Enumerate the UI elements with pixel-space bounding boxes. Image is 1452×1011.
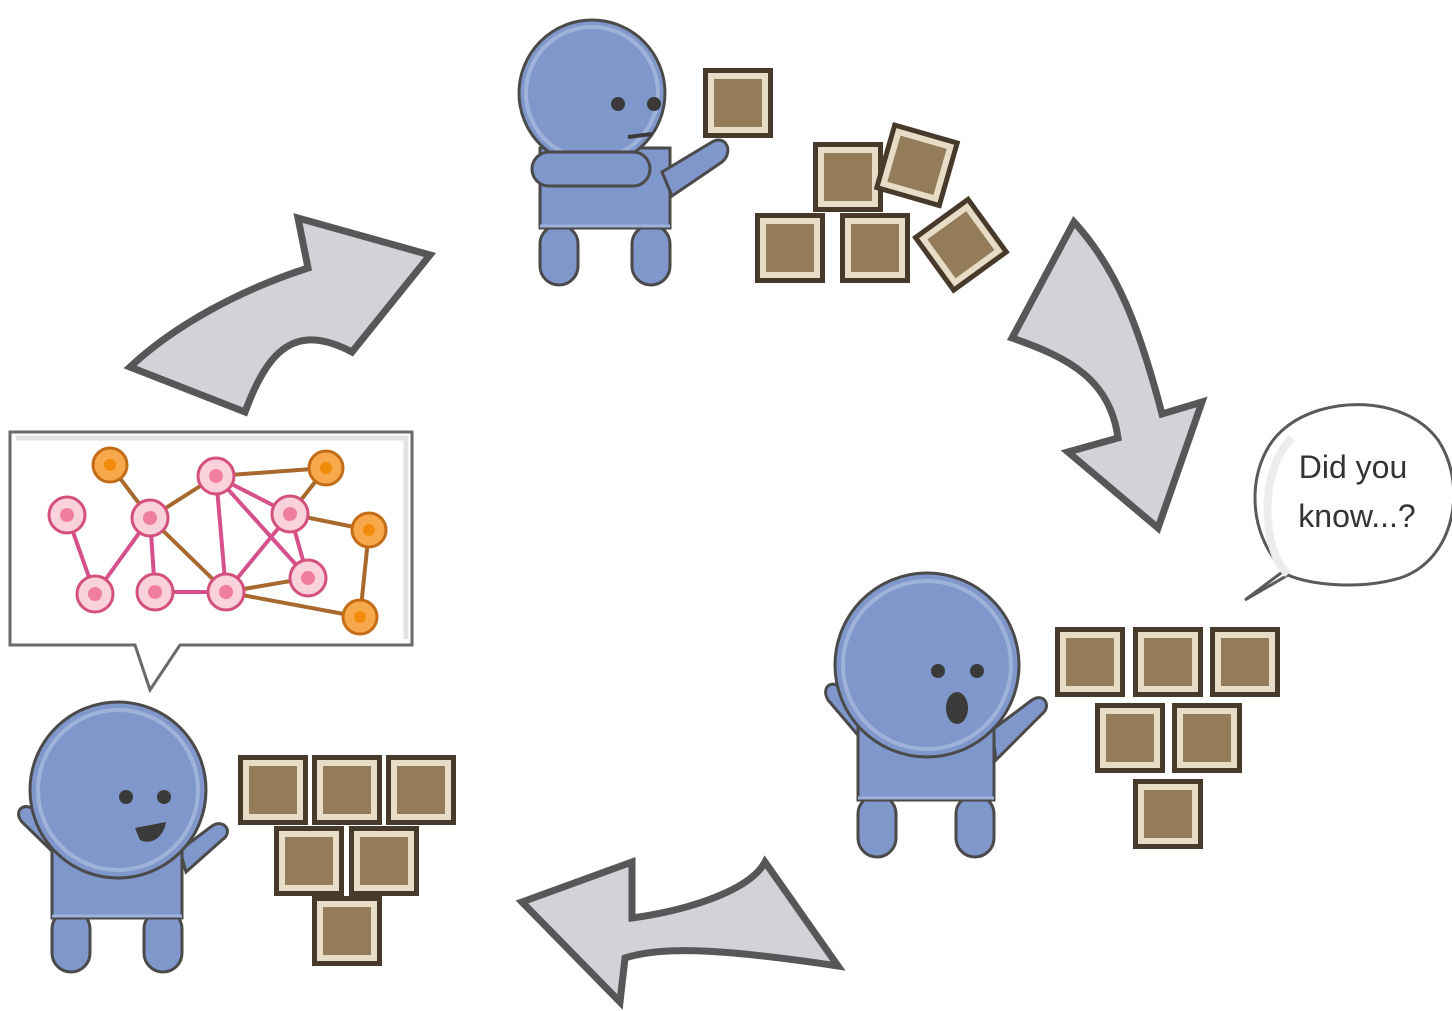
happy-figure (17, 700, 229, 974)
speech-bubble: Did you know...? (1244, 403, 1452, 602)
thinking-figure (517, 18, 730, 287)
bubble-line-1: Did you (1299, 449, 1408, 485)
network-bubble (8, 430, 414, 694)
cycle-arrow-right (1006, 215, 1208, 534)
stacked-boxes-left (238, 755, 456, 966)
cycle-arrow-top-left (123, 213, 437, 417)
surprised-figure (824, 571, 1048, 859)
cycle-arrow-bottom (515, 855, 846, 1010)
stacked-boxes-right (1055, 627, 1280, 849)
scattered-boxes (755, 122, 1010, 294)
bubble-line-2: know...? (1298, 498, 1415, 534)
held-box (703, 68, 773, 138)
network-graph (47, 446, 388, 636)
